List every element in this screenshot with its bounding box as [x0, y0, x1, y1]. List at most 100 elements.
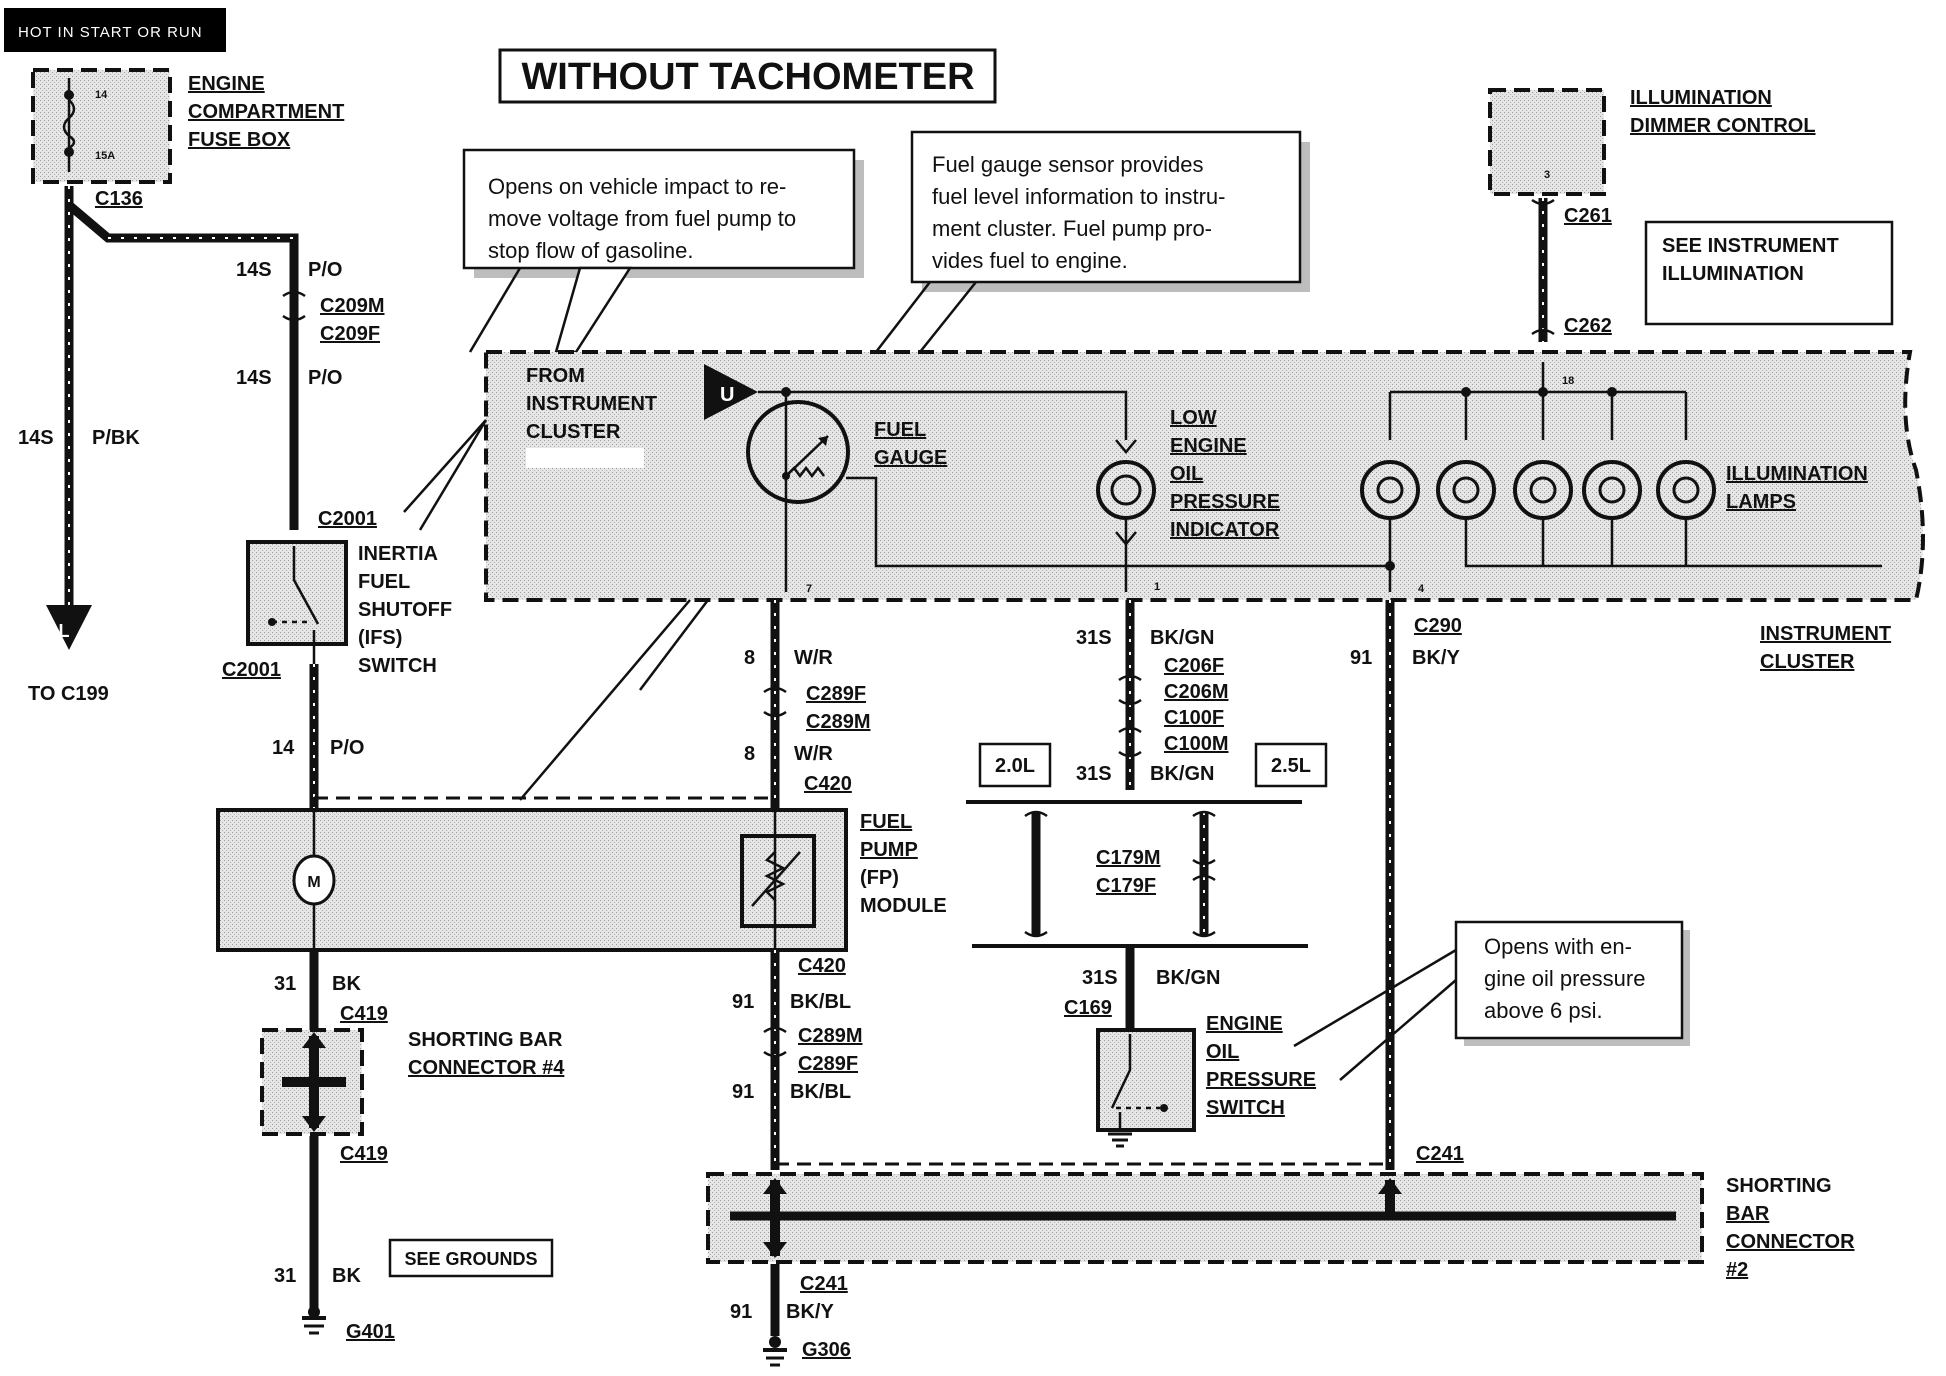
svg-text:14S: 14S: [18, 427, 54, 449]
svg-text:1: 1: [1154, 581, 1160, 593]
svg-text:BK: BK: [332, 973, 361, 995]
svg-text:C241: C241: [800, 1273, 848, 1295]
svg-text:P/O: P/O: [330, 737, 364, 759]
shorting-bar-connector-4: SHORTING BAR CONNECTOR #4: [260, 1028, 565, 1136]
svg-text:above 6 psi.: above 6 psi.: [1484, 998, 1603, 1023]
wire-31-bk: 31 BK C419: [274, 950, 388, 1032]
svg-text:Opens on vehicle impact to re-: Opens on vehicle impact to re-: [488, 174, 786, 199]
svg-text:BK: BK: [332, 1265, 361, 1287]
svg-text:move voltage from fuel pump to: move voltage from fuel pump to: [488, 206, 796, 231]
wire-8-wr: 8 W/R C289F C289M 8 W/R C420: [744, 600, 870, 808]
svg-text:31S: 31S: [1082, 967, 1118, 989]
svg-text:fuel level information to inst: fuel level information to instru-: [932, 184, 1225, 209]
wire-91-bky-ground: C241 91 BK/Y G306: [730, 1264, 851, 1367]
svg-text:#2: #2: [1726, 1259, 1748, 1281]
svg-text:OIL: OIL: [1170, 463, 1203, 485]
ground-icon-g306: [763, 1336, 787, 1367]
svg-text:SHUTOFF: SHUTOFF: [358, 599, 452, 621]
instrument-cluster: INSTRUMENT CLUSTER FROM INSTRUMENT CLUST…: [403, 350, 1925, 801]
svg-text:91: 91: [1350, 647, 1372, 669]
svg-text:14: 14: [95, 89, 108, 101]
svg-text:C2001: C2001: [318, 508, 377, 530]
svg-text:INERTIA: INERTIA: [358, 543, 438, 565]
svg-text:31: 31: [274, 1265, 296, 1287]
svg-text:14S: 14S: [236, 259, 272, 281]
svg-text:FUEL: FUEL: [860, 811, 912, 833]
inertia-fuel-shutoff-switch: INERTIA FUEL SHUTOFF (IFS) SWITCH: [246, 540, 452, 677]
svg-text:stop flow of gasoline.: stop flow of gasoline.: [488, 238, 693, 263]
svg-text:M: M: [307, 874, 320, 891]
svg-text:U: U: [720, 384, 734, 406]
svg-text:SHORTING BAR: SHORTING BAR: [408, 1029, 563, 1051]
note-oil-switch: Opens with en- gine oil pressure above 6…: [1293, 920, 1690, 1081]
svg-text:gine oil pressure: gine oil pressure: [1484, 966, 1645, 991]
svg-text:G401: G401: [346, 1321, 395, 1343]
svg-text:91: 91: [732, 1081, 754, 1103]
svg-text:BK/GN: BK/GN: [1150, 627, 1214, 649]
svg-text:31S: 31S: [1076, 763, 1112, 785]
svg-text:INDICATOR: INDICATOR: [1170, 519, 1280, 541]
note-see-grounds: SEE GROUNDS: [388, 1238, 554, 1278]
svg-text:8: 8: [744, 647, 755, 669]
connector-c136: C136: [95, 188, 143, 210]
svg-text:C289F: C289F: [806, 683, 866, 705]
svg-text:PUMP: PUMP: [860, 839, 918, 861]
wire-dimmer: C261 C262: [1531, 198, 1612, 342]
svg-text:SWITCH: SWITCH: [358, 655, 437, 677]
svg-text:INSTRUMENT: INSTRUMENT: [1760, 623, 1891, 645]
svg-text:15A: 15A: [95, 150, 115, 162]
svg-text:ILLUMINATION: ILLUMINATION: [1662, 263, 1804, 285]
cluster-source-symbol: U: [704, 364, 1128, 440]
to-c199-label: TO C199: [28, 683, 109, 705]
svg-text:BK/BL: BK/BL: [790, 1081, 851, 1103]
connector-c2001-bottom: C2001: [222, 659, 281, 681]
wire-31s-bkgn-switch: 31S BK/GN C169: [1064, 946, 1220, 1030]
wire-91-bky: C290 91 BK/Y C241: [775, 600, 1464, 1170]
svg-text:HOT IN START OR RUN: HOT IN START OR RUN: [18, 24, 203, 41]
svg-text:INSTRUMENT: INSTRUMENT: [526, 393, 657, 415]
svg-text:C241: C241: [1416, 1143, 1464, 1165]
svg-text:W/R: W/R: [794, 743, 833, 765]
svg-text:C419: C419: [340, 1003, 388, 1025]
svg-text:BAR: BAR: [1726, 1203, 1770, 1225]
engine-compartment-fuse-box: 14 15A ENGINE COMPARTMENT FUSE BOX: [31, 68, 344, 184]
fuel-gauge: FUEL GAUGE 7: [746, 387, 1390, 595]
svg-text:WITHOUT TACHOMETER: WITHOUT TACHOMETER: [521, 56, 974, 98]
svg-text:vides fuel to engine.: vides fuel to engine.: [932, 248, 1128, 273]
svg-text:C289M: C289M: [798, 1025, 862, 1047]
svg-text:MODULE: MODULE: [860, 895, 947, 917]
svg-text:CONNECTOR #4: CONNECTOR #4: [408, 1057, 565, 1079]
svg-text:C262: C262: [1564, 315, 1612, 337]
svg-text:8: 8: [744, 743, 755, 765]
svg-text:Fuel gauge sensor provides: Fuel gauge sensor provides: [932, 152, 1204, 177]
svg-text:C169: C169: [1064, 997, 1112, 1019]
svg-text:4: 4: [1418, 583, 1425, 595]
svg-text:BK/GN: BK/GN: [1156, 967, 1220, 989]
svg-text:FUSE BOX: FUSE BOX: [188, 129, 291, 151]
svg-text:LAMPS: LAMPS: [1726, 491, 1796, 513]
svg-text:C179F: C179F: [1096, 875, 1156, 897]
svg-text:PRESSURE: PRESSURE: [1170, 491, 1280, 513]
svg-text:2.5L: 2.5L: [1271, 755, 1311, 777]
svg-text:CONNECTOR: CONNECTOR: [1726, 1231, 1855, 1253]
svg-text:OIL: OIL: [1206, 1041, 1239, 1063]
svg-text:14: 14: [272, 737, 295, 759]
svg-text:SWITCH: SWITCH: [1206, 1097, 1285, 1119]
illumination-dimmer-control: 3 ILLUMINATION DIMMER CONTROL: [1488, 87, 1816, 196]
wire-14-po: 14 P/O: [272, 664, 775, 808]
svg-text:18: 18: [1562, 375, 1574, 387]
svg-text:C100F: C100F: [1164, 707, 1224, 729]
svg-text:ILLUMINATION: ILLUMINATION: [1726, 463, 1868, 485]
svg-text:C206M: C206M: [1164, 681, 1228, 703]
wire-31s-bkgn: 31S BK/GN C206F C206M C100F C100M 31S BK…: [1076, 600, 1228, 790]
svg-text:BK/GN: BK/GN: [1150, 763, 1214, 785]
svg-text:P/O: P/O: [308, 367, 342, 389]
note-see-illumination: SEE INSTRUMENT ILLUMINATION: [1644, 220, 1894, 326]
svg-text:DIMMER CONTROL: DIMMER CONTROL: [1630, 115, 1816, 137]
svg-text:C289F: C289F: [798, 1053, 858, 1075]
svg-text:(FP): (FP): [860, 867, 899, 889]
svg-text:P/O: P/O: [308, 259, 342, 281]
wire-91-bkbl: C420 91 BK/BL C289M C289F 91 BK/BL: [732, 950, 862, 1170]
illumination-lamps: 18 4 ILLUMINATION LAMPS: [1360, 362, 1882, 595]
svg-text:FROM: FROM: [526, 365, 585, 387]
